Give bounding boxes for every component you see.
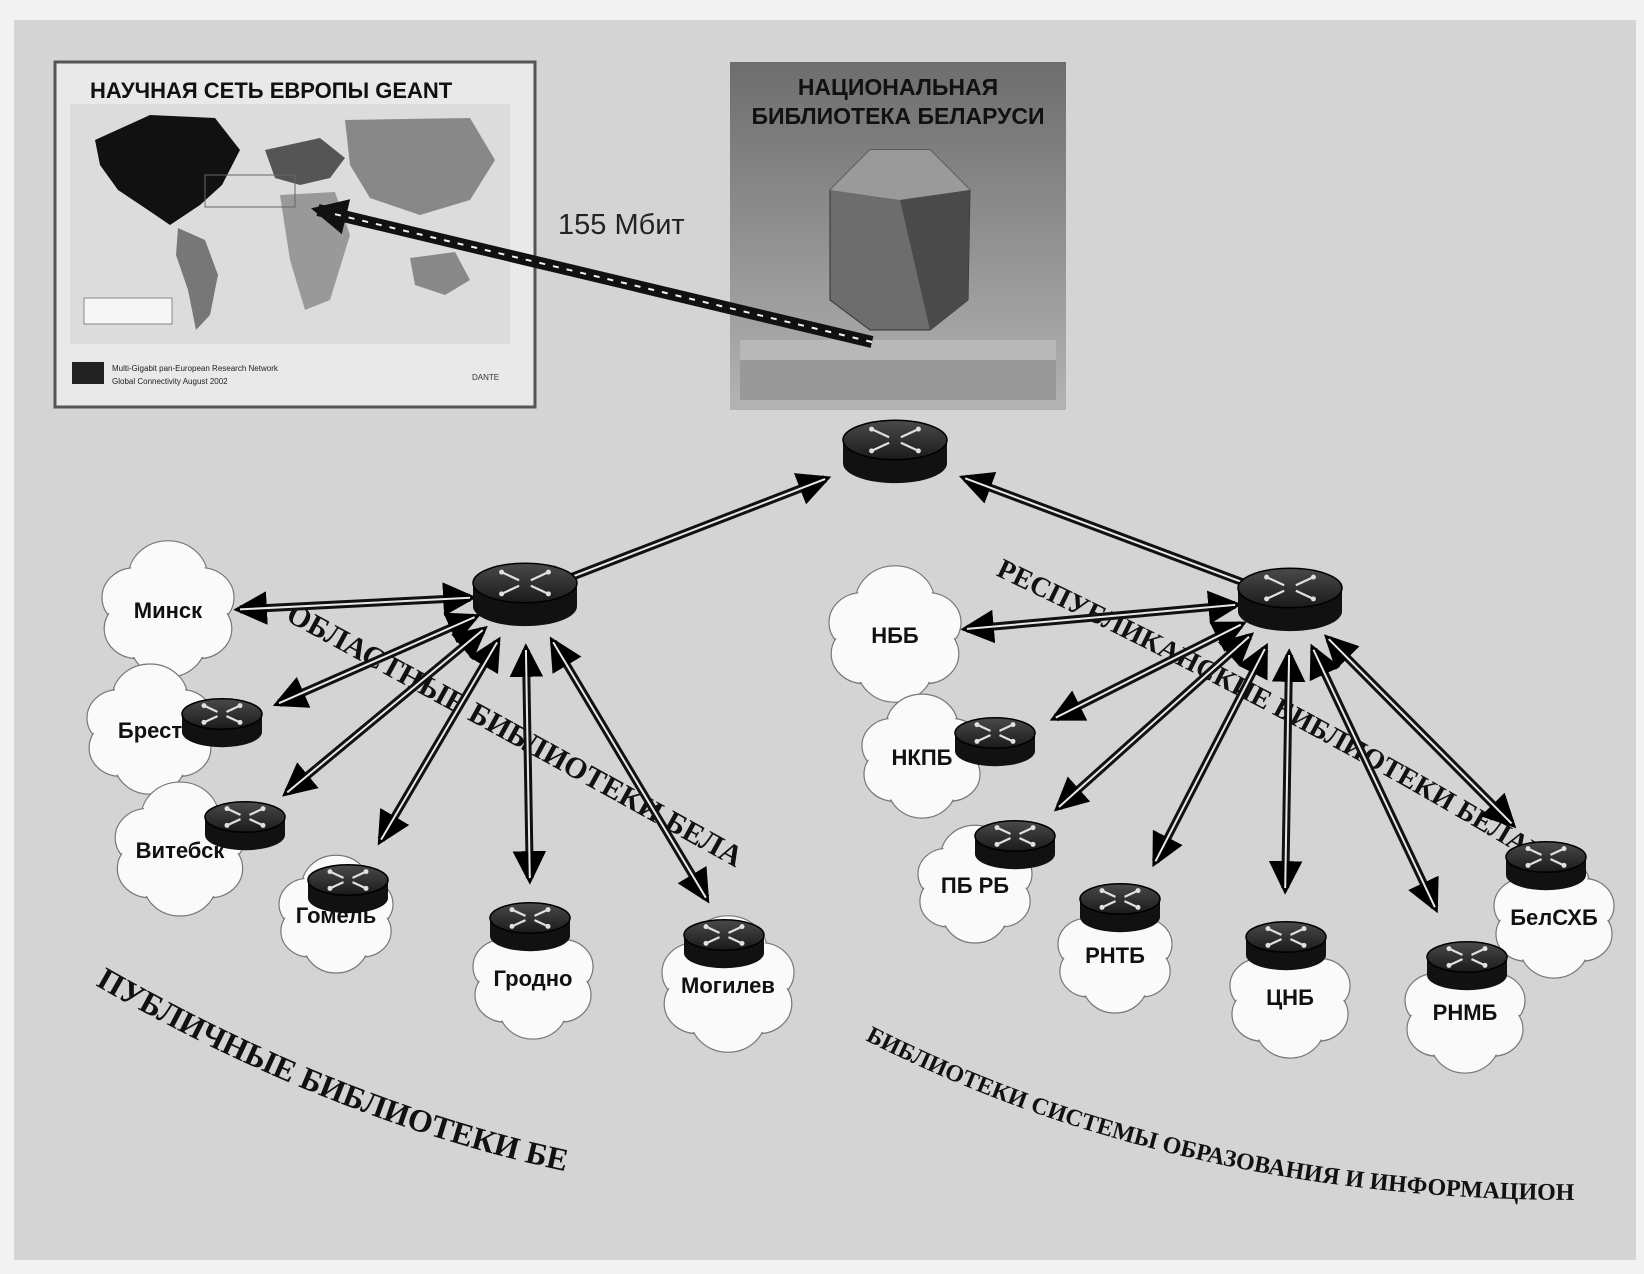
dante-logo: DANTE	[472, 373, 499, 382]
link-speed-label: 155 Мбит	[558, 209, 685, 241]
republican-node-7-label: БелСХБ	[1510, 905, 1598, 930]
eu-flag-icon	[72, 362, 104, 384]
republican-node-6-label: РНМБ	[1433, 1000, 1498, 1025]
geant-title: НАУЧНАЯ СЕТЬ ЕВРОПЫ GEANT	[90, 78, 453, 103]
republican-hub-router	[1237, 567, 1343, 632]
regional-node-5-label: Гродно	[494, 966, 573, 991]
regional-hub-router	[472, 562, 578, 627]
republican-router-4	[1079, 883, 1161, 933]
republican-router-3	[974, 820, 1056, 870]
republican-node-2-label: НКПБ	[892, 745, 953, 770]
republican-router-2	[954, 717, 1036, 767]
regional-router-3	[204, 801, 286, 851]
republican-node-4: РНТБ	[1057, 894, 1173, 1014]
republican-node-3-label: ПБ РБ	[941, 873, 1009, 898]
regional-router-6	[683, 919, 765, 969]
republican-node-1-label: НББ	[871, 623, 919, 648]
library-title-line1: НАЦИОНАЛЬНАЯ	[798, 74, 998, 100]
regional-router-5	[489, 902, 571, 952]
regional-node-1: Минск	[101, 540, 235, 678]
republican-router-5	[1245, 921, 1327, 971]
core-router	[842, 419, 948, 484]
republican-node-1: НББ	[828, 565, 962, 703]
republican-node-5-label: ЦНБ	[1266, 985, 1314, 1010]
geant-footer-line1: Multi-Gigabit pan-European Research Netw…	[112, 364, 279, 373]
geant-map-panel: НАУЧНАЯ СЕТЬ ЕВРОПЫ GEANT Multi-Gigabit …	[53, 60, 537, 409]
republican-node-4-label: РНТБ	[1085, 943, 1145, 968]
regional-router-4	[307, 864, 389, 914]
republican-router-6	[1426, 941, 1508, 991]
geant-footer-line2: Global Connectivity August 2002	[112, 377, 228, 386]
republican-node-3: ПБ РБ	[917, 824, 1033, 944]
library-building-image	[740, 149, 1056, 400]
national-library-panel: НАЦИОНАЛЬНАЯ БИБЛИОТЕКА БЕЛАРУСИ	[730, 62, 1066, 410]
regional-node-3: Витебск	[114, 781, 246, 917]
republican-router-7	[1505, 841, 1587, 891]
link-arrows	[233, 472, 1517, 914]
world-map-image	[83, 115, 495, 330]
regional-node-2: Брест	[86, 663, 214, 795]
library-title-line2: БИБЛИОТЕКА БЕЛАРУСИ	[751, 103, 1044, 129]
regional-router-2	[181, 698, 263, 748]
routers	[181, 419, 1587, 991]
regional-node-1-label: Минск	[134, 598, 203, 623]
regional-node-2-label: Брест	[118, 718, 182, 743]
regional-node-6-label: Могилев	[681, 973, 775, 998]
